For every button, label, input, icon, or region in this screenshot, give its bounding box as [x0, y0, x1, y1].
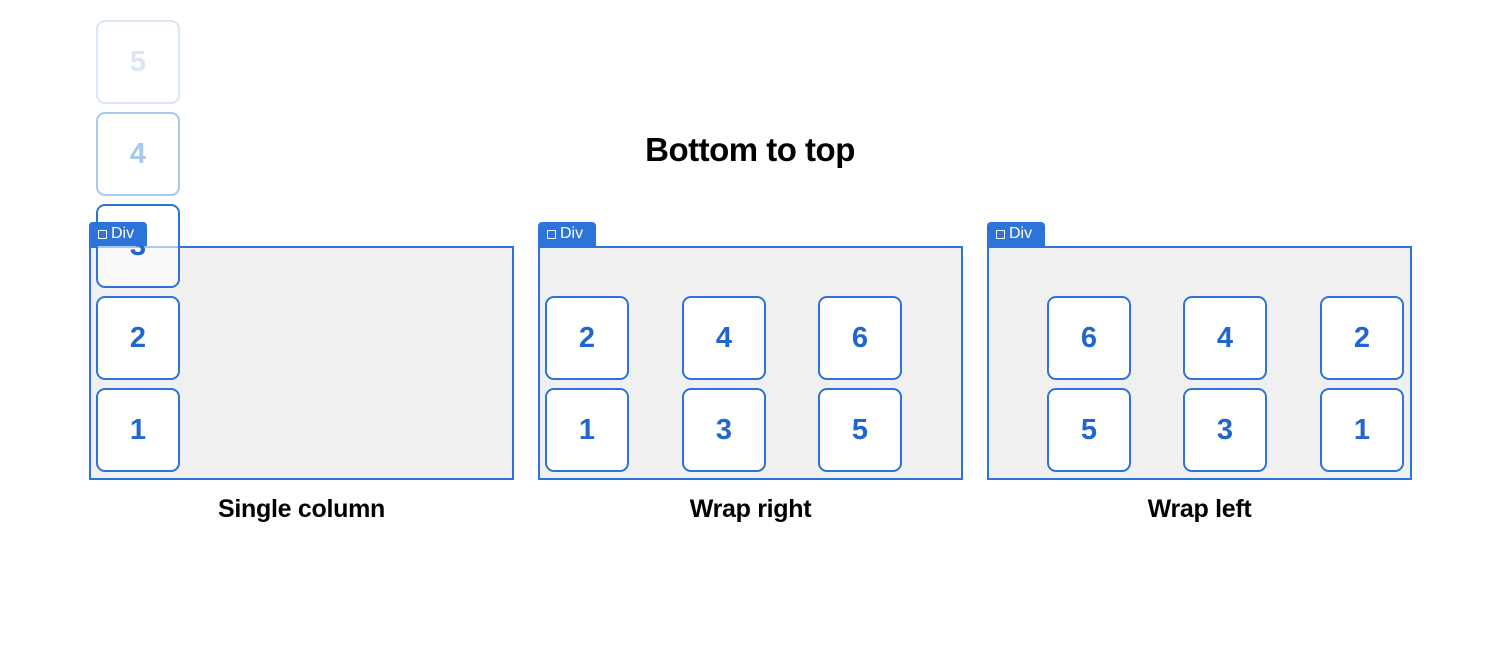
flex-item-1: 1 — [96, 388, 180, 472]
caption-single-column: Single column — [218, 495, 385, 523]
flex-item-2: 2 — [545, 296, 629, 380]
flex-item-1: 1 — [1320, 388, 1404, 472]
element-tag-wrap-left[interactable]: Div — [987, 222, 1045, 246]
square-outline-icon — [996, 229, 1005, 239]
flex-item-5: 5 — [1047, 388, 1131, 472]
flex-item-1: 1 — [545, 388, 629, 472]
flex-item-3: 3 — [682, 388, 766, 472]
flex-item-4: 4 — [1183, 296, 1267, 380]
element-tag-label: Div — [111, 225, 135, 242]
element-tag-wrap-right[interactable]: Div — [538, 222, 596, 246]
flex-item-5: 5 — [96, 20, 180, 104]
caption-wrap-right: Wrap right — [689, 495, 812, 523]
square-outline-icon — [547, 229, 556, 239]
element-tag-label: Div — [560, 225, 584, 242]
flex-item-2: 2 — [96, 296, 180, 380]
caption-wrap-left: Wrap left — [1147, 495, 1252, 523]
flex-item-3: 3 — [96, 204, 180, 288]
flex-item-6: 6 — [818, 296, 902, 380]
flex-item-2: 2 — [1320, 296, 1404, 380]
flex-item-4: 4 — [96, 112, 180, 196]
element-tag-single-column-overlay[interactable]: Div — [89, 222, 147, 246]
square-outline-icon — [98, 229, 107, 239]
element-tag-label: Div — [1009, 225, 1033, 242]
flex-item-6: 6 — [1047, 296, 1131, 380]
page-title: Bottom to top — [645, 131, 855, 168]
flex-item-4: 4 — [682, 296, 766, 380]
flex-item-5: 5 — [818, 388, 902, 472]
flex-item-3: 3 — [1183, 388, 1267, 472]
